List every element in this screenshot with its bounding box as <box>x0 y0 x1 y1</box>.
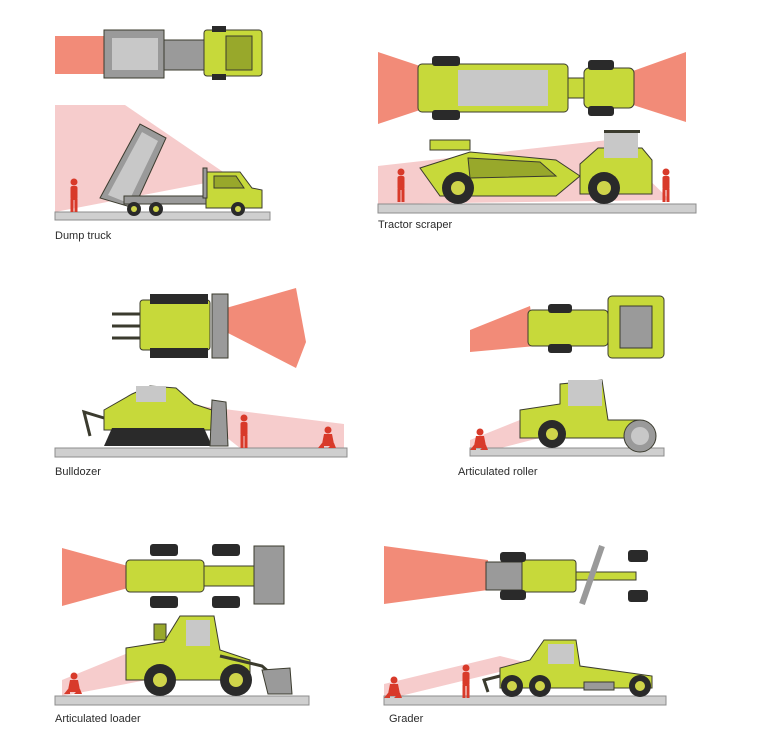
dump-truck-side-view <box>54 105 271 221</box>
grader-side-view <box>383 639 667 706</box>
bulldozer-top-blade <box>211 293 229 359</box>
grader-worker-standing <box>462 664 470 698</box>
articulated-roller-worker <box>470 428 488 450</box>
grader-worker-crouching <box>384 676 402 698</box>
bulldozer-worker-standing <box>240 414 248 448</box>
articulated-loader-top-blind-zone <box>62 548 128 606</box>
bulldozer-blade <box>209 399 229 447</box>
bulldozer-top-view <box>112 288 306 368</box>
bulldozer-ripper <box>81 409 105 437</box>
bulldozer-panel <box>54 288 348 458</box>
caption-tractor-scraper: Tractor scraper <box>378 219 453 231</box>
grader-ground <box>383 695 667 706</box>
grader-panel <box>383 545 667 706</box>
grader-top-view <box>384 545 648 605</box>
tractor-scraper-ground <box>377 203 697 214</box>
grader-top-blind-zone <box>384 546 488 604</box>
articulated-loader-worker <box>64 672 82 694</box>
bulldozer-side-view <box>54 385 348 458</box>
articulated-loader-side-view <box>54 615 310 706</box>
bulldozer-top-blind-zone <box>226 288 306 368</box>
articulated-loader-ground <box>54 695 310 706</box>
dump-truck-worker <box>70 178 78 212</box>
caption-bulldozer: Bulldozer <box>55 466 101 478</box>
grader-side-blind-zone <box>384 656 532 700</box>
articulated-roller-top-view <box>470 295 665 359</box>
grader-top-engine <box>485 561 523 591</box>
articulated-roller-side-view <box>469 379 665 457</box>
dump-truck-ground <box>54 211 271 221</box>
articulated-roller-ground <box>469 447 665 457</box>
tractor-scraper-side-view <box>377 130 697 214</box>
articulated-roller-panel <box>469 295 665 457</box>
caption-dump-truck: Dump truck <box>55 230 112 242</box>
grader-blade <box>583 681 615 691</box>
bulldozer-top-body <box>139 299 211 351</box>
articulated-loader-bucket <box>261 667 293 695</box>
articulated-loader-top-body <box>125 559 205 593</box>
articulated-loader-panel <box>54 544 310 706</box>
caption-grader: Grader <box>389 713 424 725</box>
tractor-scraper-panel <box>377 52 697 214</box>
tractor-scraper-worker-left <box>397 168 405 202</box>
caption-articulated-roller: Articulated roller <box>458 466 538 478</box>
bulldozer-track <box>104 428 212 446</box>
articulated-loader-top-bucket <box>253 545 285 605</box>
tractor-scraper-top-tractor <box>583 67 635 109</box>
dump-truck-panel <box>54 26 271 221</box>
bulldozer-ground <box>54 447 348 458</box>
articulated-loader-top-view <box>62 544 285 608</box>
articulated-roller-top-blind-zone <box>470 306 536 352</box>
grader-top-cab <box>521 559 577 593</box>
articulated-roller-top-body <box>527 309 609 347</box>
grader-body <box>499 639 653 689</box>
grader-ripper <box>482 674 501 693</box>
tractor-scraper-top-view <box>378 52 686 124</box>
bulldozer-worker-crouching <box>318 426 336 448</box>
tractor-scraper-worker-right <box>662 168 670 202</box>
dump-truck-top-view <box>55 26 263 80</box>
grader-top-blade <box>579 545 605 605</box>
caption-articulated-loader: Articulated loader <box>55 713 141 725</box>
tractor-scraper-top-blind-right <box>630 52 686 122</box>
